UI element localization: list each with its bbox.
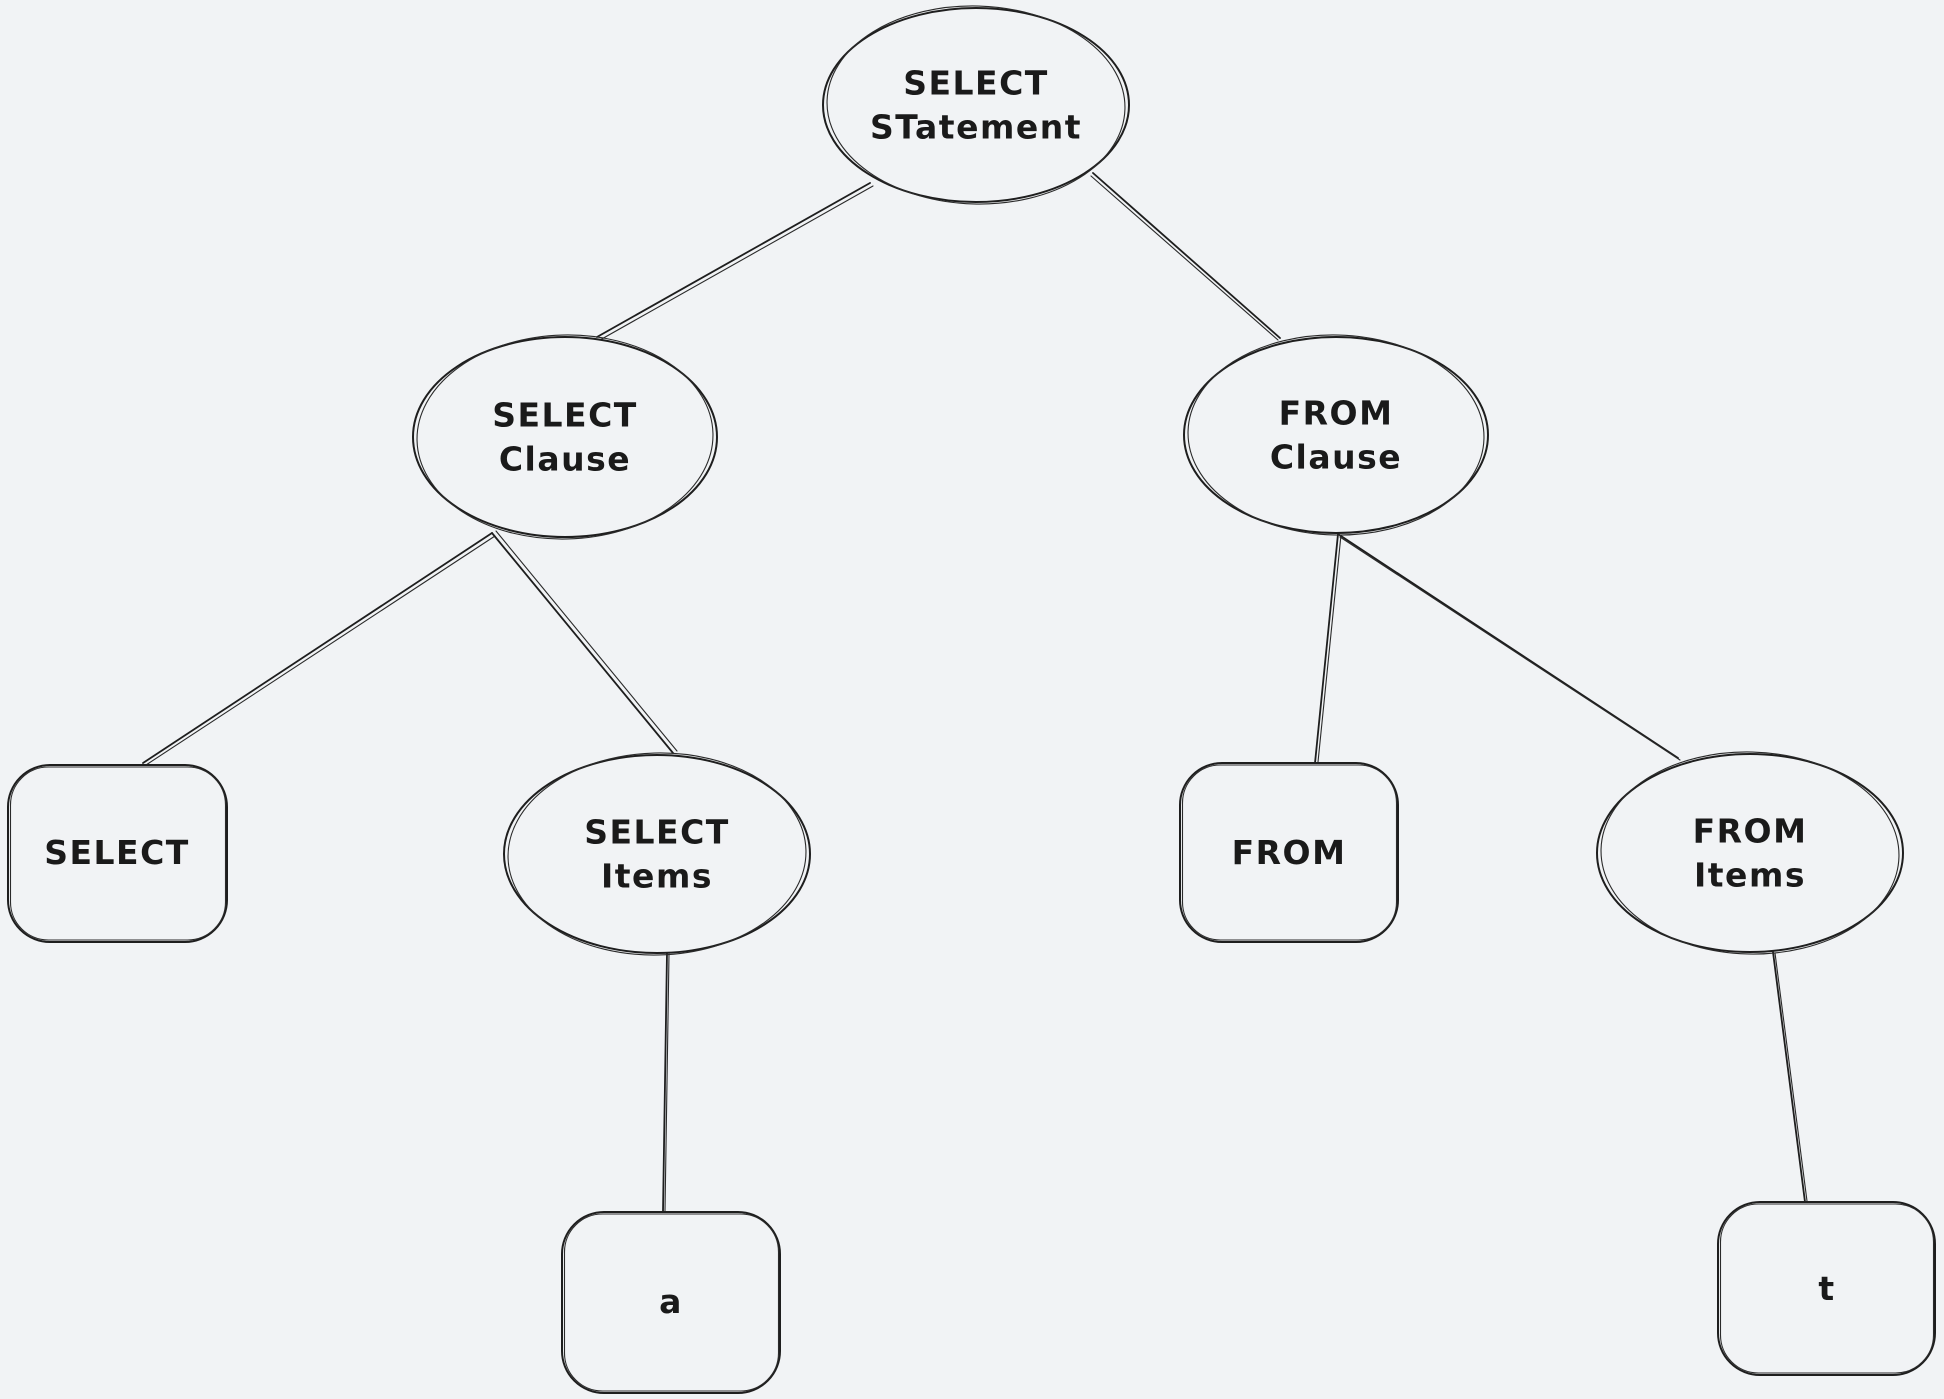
node-select-clause-shape xyxy=(412,334,718,540)
node-from-clause-label: FROM Clause xyxy=(1269,393,1403,476)
node-from-clause-shape xyxy=(1183,334,1489,536)
node-select-statement-label: SELECT STatement xyxy=(870,63,1082,146)
node-from-keyword-label: FROM xyxy=(1231,833,1347,873)
edge-select-statement-select-clause xyxy=(596,182,874,341)
node-item-t-shape xyxy=(1717,1201,1936,1376)
edge-select-clause-select-items xyxy=(491,530,678,754)
edge-from-clause-from-keyword xyxy=(1314,533,1342,764)
edge-from-clause-from-items xyxy=(1337,533,1681,761)
node-item-t-label: t xyxy=(1818,1269,1836,1309)
node-select-statement-shape xyxy=(822,5,1130,205)
node-select-items-label: SELECT Items xyxy=(584,812,730,895)
node-item-a-label: a xyxy=(659,1282,683,1322)
node-from-items-label: FROM Items xyxy=(1692,811,1808,894)
edge-select-statement-from-clause xyxy=(1090,172,1281,341)
node-select-keyword-label: SELECT xyxy=(44,833,190,873)
node-from-items-shape xyxy=(1596,751,1904,955)
node-from-keyword-shape xyxy=(1179,762,1399,943)
node-item-a-shape xyxy=(561,1211,781,1394)
node-select-keyword-shape xyxy=(7,764,228,943)
edge-select-items-item-a xyxy=(662,952,670,1213)
node-select-clause-label: SELECT Clause xyxy=(492,395,638,478)
edge-from-items-item-t xyxy=(1772,951,1808,1203)
node-select-items-shape xyxy=(503,752,811,956)
edge-select-clause-select-keyword xyxy=(142,532,496,766)
